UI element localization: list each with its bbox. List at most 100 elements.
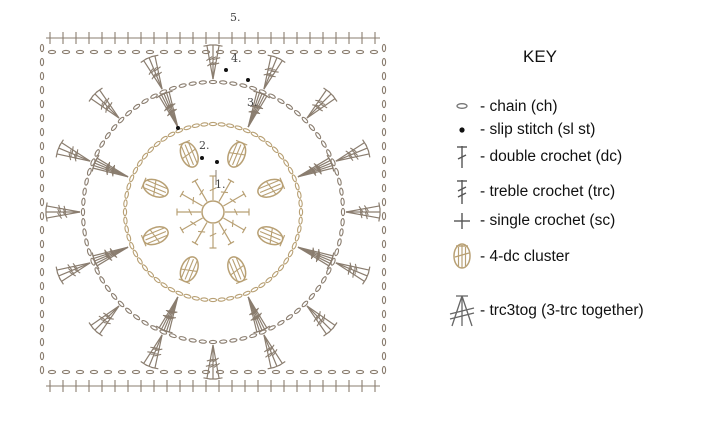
- round4-trc3tog: [269, 351, 275, 358]
- round4-trc3tog: [58, 147, 91, 162]
- chain-stitch: [277, 98, 285, 105]
- round4-trc3tog: [56, 272, 61, 280]
- round3-treble: [94, 154, 100, 162]
- round4-trc3tog: [203, 44, 211, 47]
- chain-stitch: [243, 49, 253, 55]
- round4-trc3tog: [319, 317, 324, 325]
- round4-trc3tog: [263, 57, 278, 90]
- round4-trc3tog: [88, 322, 94, 329]
- chain-stitch: [86, 167, 92, 176]
- chain-stitch: [277, 264, 285, 272]
- chain-stitch: [285, 49, 295, 55]
- round4-trc3tog: [90, 305, 120, 326]
- round4-trc3tog: [269, 344, 275, 352]
- round4-trc3tog: [100, 102, 104, 110]
- round3-treble: [297, 167, 334, 178]
- round3-treble: [311, 169, 317, 176]
- round4-trc3tog: [46, 205, 81, 213]
- chain-stitch: [81, 218, 86, 227]
- round4-trc3tog: [69, 271, 76, 277]
- round4-trc3tog: [212, 62, 220, 66]
- round4-trc3tog: [45, 214, 48, 222]
- round4-trc3tog: [314, 105, 322, 109]
- chain-stitch: [84, 177, 89, 186]
- chain-stitch: [340, 207, 346, 217]
- key-label-chain: - chain (ch): [480, 98, 558, 115]
- round4-trc3tog: [56, 262, 91, 271]
- round4-trc3tog: [352, 150, 359, 156]
- round4-trc3tog: [271, 70, 279, 73]
- chain-stitch: [94, 267, 100, 275]
- chain-stitch: [381, 155, 387, 165]
- chain-stitch: [81, 197, 86, 206]
- key-item-slip-stitch: - slip stitch (sl st): [440, 115, 720, 145]
- chain-stitch: [89, 49, 99, 55]
- cluster-stitch: [227, 139, 248, 168]
- key-label-single-crochet: - single crochet (sc): [480, 212, 616, 229]
- round4-trc3tog: [212, 45, 220, 80]
- chain-stitch: [226, 296, 235, 301]
- chain-stitch: [271, 49, 281, 55]
- round3-treble: [169, 103, 176, 109]
- chain-icon: [456, 103, 468, 109]
- round1-stitch: [227, 240, 235, 246]
- chain-stitch: [123, 216, 128, 225]
- round1-stitch: [223, 217, 245, 231]
- chain-stitch: [173, 369, 183, 375]
- round1-stitch: [209, 187, 217, 192]
- chain-stitch: [39, 351, 45, 361]
- round4-trc3tog: [148, 334, 163, 367]
- chain-stitch: [294, 233, 300, 242]
- round3-treble: [250, 315, 257, 321]
- chain-stitch: [39, 197, 45, 207]
- round1-stitch: [223, 193, 245, 207]
- round3-treble: [158, 296, 179, 329]
- cluster-icon: [453, 243, 471, 269]
- chain-stitch: [188, 338, 197, 343]
- round4-trc3tog: [306, 305, 336, 326]
- chain-stitch: [82, 228, 87, 237]
- chain-stitch: [39, 253, 45, 263]
- round4-trc3tog: [364, 212, 368, 220]
- round4-trc3tog: [316, 313, 320, 321]
- chain-stitch: [313, 369, 323, 375]
- chain-stitch: [381, 351, 387, 361]
- round4-trc3tog: [56, 153, 91, 162]
- round3-treble: [155, 325, 163, 331]
- round1-stitch: [241, 226, 247, 234]
- round4-trc3tog: [263, 72, 271, 76]
- chain-stitch: [167, 286, 176, 293]
- chain-stitch: [82, 187, 87, 196]
- round4-trc3tog: [322, 314, 326, 322]
- slip-stitch-dot: [200, 156, 204, 160]
- chain-stitch: [168, 85, 177, 91]
- round-label-5: 5.: [230, 11, 241, 24]
- chain-stitch: [242, 290, 251, 296]
- round3-treble: [255, 107, 264, 110]
- center-ring: [201, 200, 225, 224]
- chain-stitch: [243, 369, 253, 375]
- chain-stitch: [167, 131, 176, 138]
- round4-trc3tog: [349, 262, 353, 270]
- round4-trc3tog: [206, 358, 214, 362]
- round4-trc3tog: [320, 103, 328, 109]
- round3-treble: [113, 164, 116, 172]
- round4-trc3tog: [306, 93, 332, 119]
- round4-trc3tog: [155, 71, 163, 77]
- round4-trc3tog: [143, 60, 163, 90]
- chain-stitch: [313, 49, 323, 55]
- round4-trc3tog: [67, 268, 74, 274]
- chain-stitch: [131, 49, 141, 55]
- trc3tog-icon: [449, 295, 475, 327]
- chain-stitch: [308, 124, 316, 132]
- round4-trc3tog: [154, 55, 163, 90]
- round4-trc3tog: [71, 146, 74, 154]
- round4-trc3tog: [267, 54, 275, 58]
- round4-trc3tog: [328, 91, 334, 97]
- round4-trc3tog: [279, 58, 286, 63]
- round4-trc3tog: [345, 211, 380, 219]
- chain-stitch: [201, 369, 211, 375]
- round4-trc3tog: [67, 264, 73, 271]
- round4-trc3tog: [350, 147, 357, 153]
- chain-stitch: [39, 211, 45, 221]
